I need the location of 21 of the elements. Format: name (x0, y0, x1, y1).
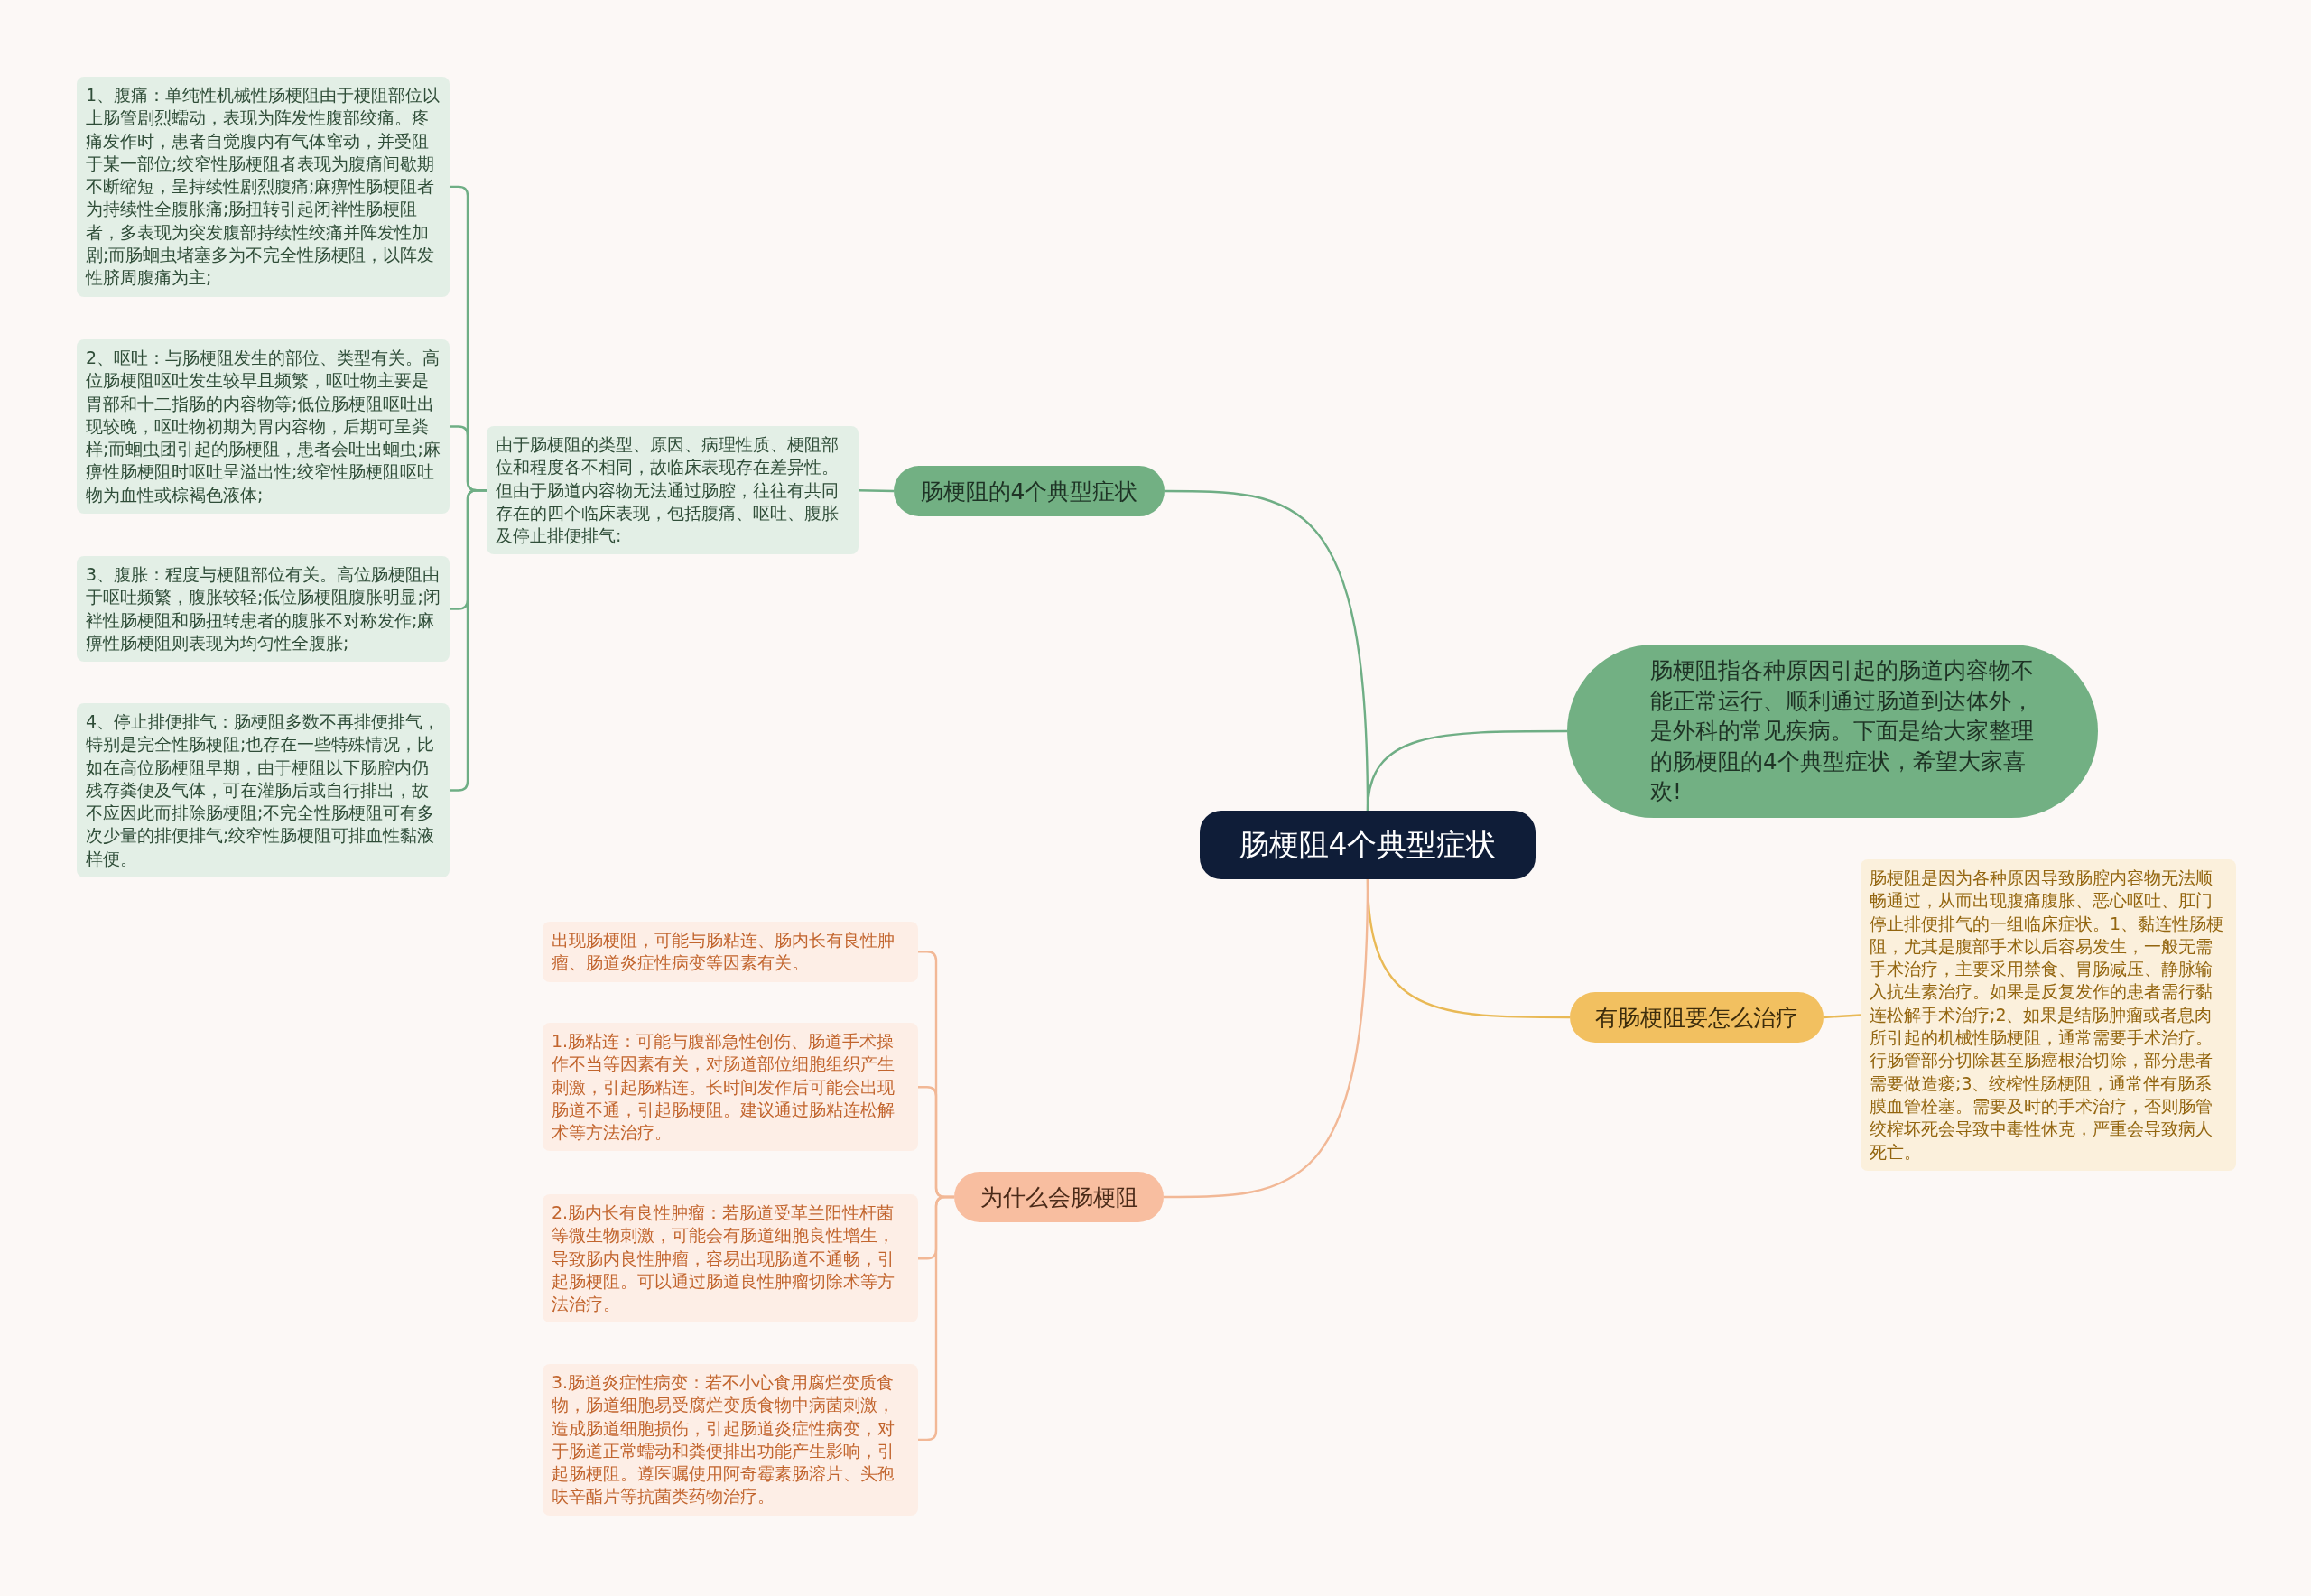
connector-line (858, 489, 895, 493)
branch-topic: 肠梗阻的4个典型症状 (894, 466, 1165, 516)
central-topic: 肠梗阻4个典型症状 (1200, 811, 1536, 879)
text-card: 由于肠梗阻的类型、原因、病理性质、梗阻部位和程度各不相同，故临床表现存在差异性。但由于肠道内容物无法通过肠腔，往往有共同存在的四个临床表现，包括腹痛、呕吐、腹胀及停止排便排气: (487, 426, 859, 555)
text-card: 1.肠粘连：可能与腹部急性创伤、肠道手术操作不当等因素有关，对肠道部位细胞组织产生刺激，引起肠粘连。长时间发作后可能会出现肠道不通，引起肠梗阻。建议通过肠粘连松解术等方法治疗。 (543, 1023, 918, 1152)
text-card: 出现肠梗阻，可能与肠粘连、肠内长有良性肿瘤、肠道炎症性病变等因素有关。 (543, 922, 918, 982)
connector-line (918, 1195, 954, 1442)
text-card: 2.肠内长有良性肿瘤：若肠道受革兰阳性杆菌等微生物刺激，可能会有肠道细胞良性增生，导致肠内良性肿瘤，容易出现肠道不通畅，引起肠梗阻。可以通过肠道良性肿瘤切除术等方法治疗。 (543, 1194, 918, 1323)
summary-bubble: 肠梗阻指各种原因引起的肠道内容物不能正常运行、顺利通过肠道到达体外，是外科的常见疾病。下面是给大家整理的肠梗阻的4个典型症状，希望大家喜欢! (1567, 645, 2098, 818)
text-card: 肠梗阻是因为各种原因导致肠腔内容物无法顺畅通过，从而出现腹痛腹胀、恶心呕吐、肛门停止排便排气的一组临床症状。1、黏连性肠梗阻，尤其是腹部手术以后容易发生，一般无需手术治疗，主要采用禁食、胃肠减压、静脉输入抗生素治疗。如果是反复发作的患者需行黏连松解手术治疗;2、如果是结肠肿瘤或者息肉所引起的机械性肠梗阻，通常需要手术治疗。行肠管部分切除甚至肠癌根治切除，部分患者需要做造瘘;3、绞榨性肠梗阻，通常伴有肠系膜血管栓塞。需要及时的手术治疗，否则肠管绞榨坏死会导致中毒性休克，严重会导致病人死亡。 (1861, 859, 2236, 1171)
text-card: 3.肠道炎症性病变：若不小心食用腐烂变质食物，肠道细胞易受腐烂变质食物中病菌刺激，造成肠道细胞损伤，引起肠道炎症性病变，对于肠道正常蠕动和粪便排出功能产生影响，引起肠梗阻。遵医嘱使用阿奇霉素肠溶片、头孢呋辛酯片等抗菌类药物治疗。 (543, 1364, 918, 1516)
text-card: 2、呕吐：与肠梗阻发生的部位、类型有关。高位肠梗阻呕吐发生较早且频繁，呕吐物主要是胃部和十二指肠的内容物等;低位肠梗阻呕吐出现较晚，呕吐物初期为胃内容物，后期可呈粪样;而蛔虫团引起的肠梗阻，患者会吐出蛔虫;麻痹性肠梗阻时呕吐呈溢出性;绞窄性肠梗阻呕吐物为血性或棕褐色液体; (77, 339, 450, 515)
branch-topic: 有肠梗阻要怎么治疗 (1570, 992, 1824, 1043)
connector-line (1165, 489, 1369, 812)
connector-line (1164, 878, 1369, 1199)
text-card: 3、腹胀：程度与梗阻部位有关。高位肠梗阻由于呕吐频繁，腹胀较轻;低位肠梗阻腹胀明显;闭袢性肠梗阻和肠扭转患者的腹胀不对称发作;麻痹性肠梗阻则表现为均匀性全腹胀; (77, 556, 450, 663)
connector-line (450, 489, 487, 792)
text-card: 4、停止排便排气：肠梗阻多数不再排便排气，特别是完全性肠梗阻;也存在一些特殊情况，比如在高位肠梗阻早期，由于梗阻以下肠腔内仍残存粪便及气体，可在灌肠后或自行排出，故不应因此而排除肠梗阻;不完全性肠梗阻可有多次少量的排便排气;绞窄性肠梗阻可排血性黏液样便。 (77, 703, 450, 878)
connector-line (1823, 1014, 1861, 1019)
branch-topic: 为什么会肠梗阻 (954, 1172, 1164, 1222)
text-card: 1、腹痛：单纯性机械性肠梗阻由于梗阻部位以上肠管剧烈蠕动，表现为阵发性腹部绞痛。疼痛发作时，患者自觉腹内有气体窜动，并受阻于某一部位;绞窄性肠梗阻者表现为腹痛间歇期不断缩短，呈持续性剧烈腹痛;麻痹性肠梗阻者为持续性全腹胀痛;肠扭转引起闭袢性肠梗阻者，多表现为突发腹部持续性绞痛并阵发性加剧;而肠蛔虫堵塞多为不完全性肠梗阻，以阵发性脐周腹痛为主; (77, 77, 450, 297)
